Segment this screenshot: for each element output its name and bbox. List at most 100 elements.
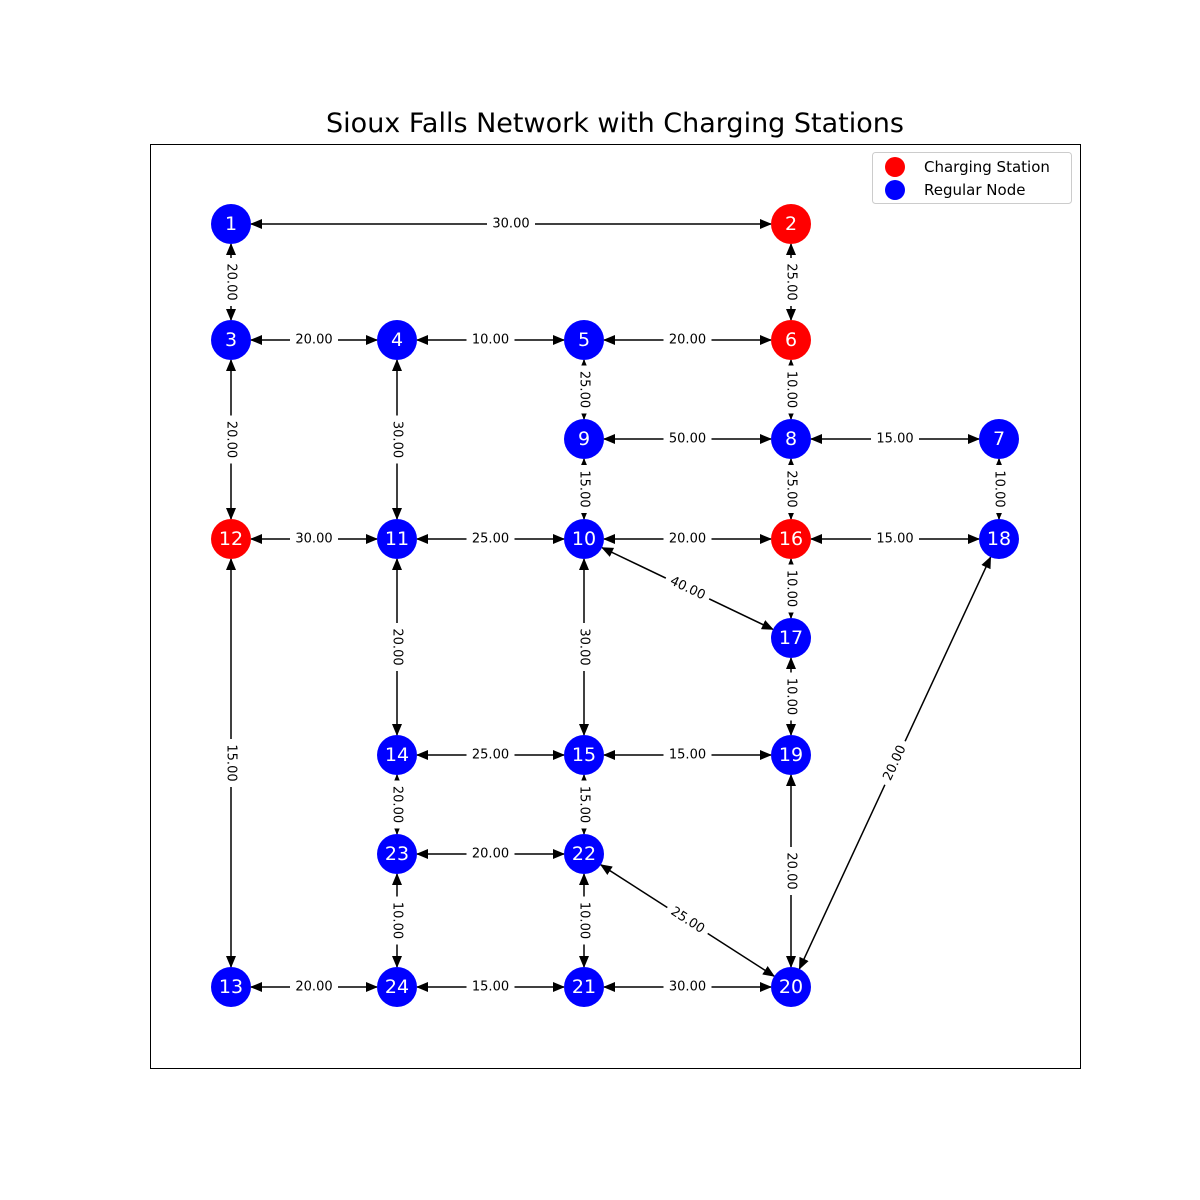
legend-regular-marker [885, 180, 905, 200]
node-label-23: 23 [385, 843, 409, 865]
regular-node-circle [564, 735, 604, 775]
node-21[interactable]: 21 [564, 967, 604, 1007]
edge-label-3-12: 20.00 [224, 421, 239, 458]
node-19[interactable]: 19 [771, 735, 811, 775]
node-17[interactable]: 17 [771, 618, 811, 658]
legend-charging-marker [885, 157, 905, 177]
node-14[interactable]: 14 [377, 735, 417, 775]
node-7[interactable]: 7 [979, 419, 1019, 459]
edge-label-group-8-7: 15.00 [871, 430, 919, 448]
edge-label-bg [487, 215, 535, 233]
node-12[interactable]: 12 [211, 519, 251, 559]
edge-label-group-9-10: 15.00 [575, 465, 593, 513]
edge-label-10-15: 30.00 [577, 628, 592, 665]
edge-label-group-4-5: 10.00 [466, 331, 515, 349]
edge-label-7-18: 10.00 [992, 470, 1007, 507]
edge-label-4-5: 10.00 [472, 333, 509, 348]
node-15[interactable]: 15 [564, 735, 604, 775]
edge-label-22-20: 25.00 [668, 904, 707, 937]
edge-label-bg [466, 746, 515, 764]
node-4[interactable]: 4 [377, 320, 417, 360]
edge-label-5-6: 20.00 [669, 333, 706, 348]
node-6[interactable]: 6 [771, 320, 811, 360]
node-23[interactable]: 23 [377, 834, 417, 874]
edge-label-bg [466, 845, 515, 863]
node-label-8: 8 [785, 428, 797, 450]
node-label-19: 19 [779, 744, 803, 766]
edge-label-23-22: 20.00 [472, 847, 509, 862]
node-3[interactable]: 3 [211, 320, 251, 360]
edge-label-12-13: 15.00 [224, 744, 239, 781]
node-11[interactable]: 11 [377, 519, 417, 559]
edge-label-bg [871, 430, 919, 448]
regular-node-circle [211, 967, 251, 1007]
edge-label-15-19: 15.00 [669, 748, 706, 763]
edge-label-bg [663, 430, 712, 448]
edge-label-bg [575, 365, 593, 414]
edge-label-bg [990, 465, 1008, 513]
edge-label-group-15-22: 15.00 [575, 780, 593, 829]
node-22[interactable]: 22 [564, 834, 604, 874]
edge-label-group-16-18: 15.00 [871, 530, 919, 548]
node-label-12: 12 [219, 528, 243, 550]
diagram-title: Sioux Falls Network with Charging Statio… [326, 108, 904, 139]
edge-label-bg [290, 530, 338, 548]
node-label-6: 6 [785, 329, 797, 351]
edge-label-11-14: 20.00 [390, 628, 405, 665]
node-18[interactable]: 18 [979, 519, 1019, 559]
edge-label-bg [663, 746, 712, 764]
edge-label-bg [871, 530, 919, 548]
edge-label-11-10: 25.00 [472, 532, 509, 547]
node-20[interactable]: 20 [771, 967, 811, 1007]
edge-label-group-21-20: 30.00 [663, 978, 712, 996]
node-label-13: 13 [219, 976, 243, 998]
edge-label-bg [466, 530, 515, 548]
node-10[interactable]: 10 [564, 519, 604, 559]
regular-node-circle [377, 320, 417, 360]
node-label-3: 3 [225, 329, 237, 351]
node-16[interactable]: 16 [771, 519, 811, 559]
edge-label-23-24: 10.00 [390, 902, 405, 939]
edge-label-17-19: 10.00 [784, 678, 799, 715]
charging-station-node-circle [771, 204, 811, 244]
edge-label-1-2: 30.00 [492, 217, 529, 232]
edge-label-bg [782, 672, 800, 721]
edge-label-bg [575, 780, 593, 829]
node-label-21: 21 [572, 976, 596, 998]
regular-node-circle [377, 519, 417, 559]
edge-label-6-8: 10.00 [784, 371, 799, 408]
edge-label-14-15: 25.00 [472, 748, 509, 763]
node-24[interactable]: 24 [377, 967, 417, 1007]
edge-label-group-9-8: 50.00 [663, 430, 712, 448]
node-label-24: 24 [385, 976, 409, 998]
node-2[interactable]: 2 [771, 204, 811, 244]
node-label-17: 17 [779, 627, 803, 649]
node-label-2: 2 [785, 213, 797, 235]
edge-label-bg [661, 570, 714, 607]
node-5[interactable]: 5 [564, 320, 604, 360]
edge-label-bg [388, 415, 406, 464]
edge-label-bg [782, 847, 800, 895]
edge-label-group-10-16: 20.00 [663, 530, 712, 548]
edge-label-group-10-15: 30.00 [575, 623, 593, 671]
edge-label-group-4-11: 30.00 [388, 415, 406, 464]
regular-node-circle [377, 735, 417, 775]
edge-label-bg [575, 623, 593, 671]
edge-label-group-5-9: 25.00 [575, 365, 593, 414]
regular-node-circle [377, 834, 417, 874]
node-13[interactable]: 13 [211, 967, 251, 1007]
edge-label-12-11: 30.00 [295, 532, 332, 547]
node-1[interactable]: 1 [211, 204, 251, 244]
edge-label-13-24: 20.00 [295, 980, 332, 995]
edge-label-group-22-21: 10.00 [575, 896, 593, 945]
edge-label-group-12-13: 15.00 [222, 739, 240, 787]
node-9[interactable]: 9 [564, 419, 604, 459]
edge-labels-layer: 30.00 20.00 25.00 20.00 10.00 20.00 20.00 30.00… [222, 215, 1008, 996]
regular-node-circle [564, 519, 604, 559]
node-8[interactable]: 8 [771, 419, 811, 459]
node-label-4: 4 [391, 329, 403, 351]
edge-label-bg [222, 739, 240, 787]
node-label-22: 22 [572, 843, 596, 865]
edge-label-bg [388, 896, 406, 945]
